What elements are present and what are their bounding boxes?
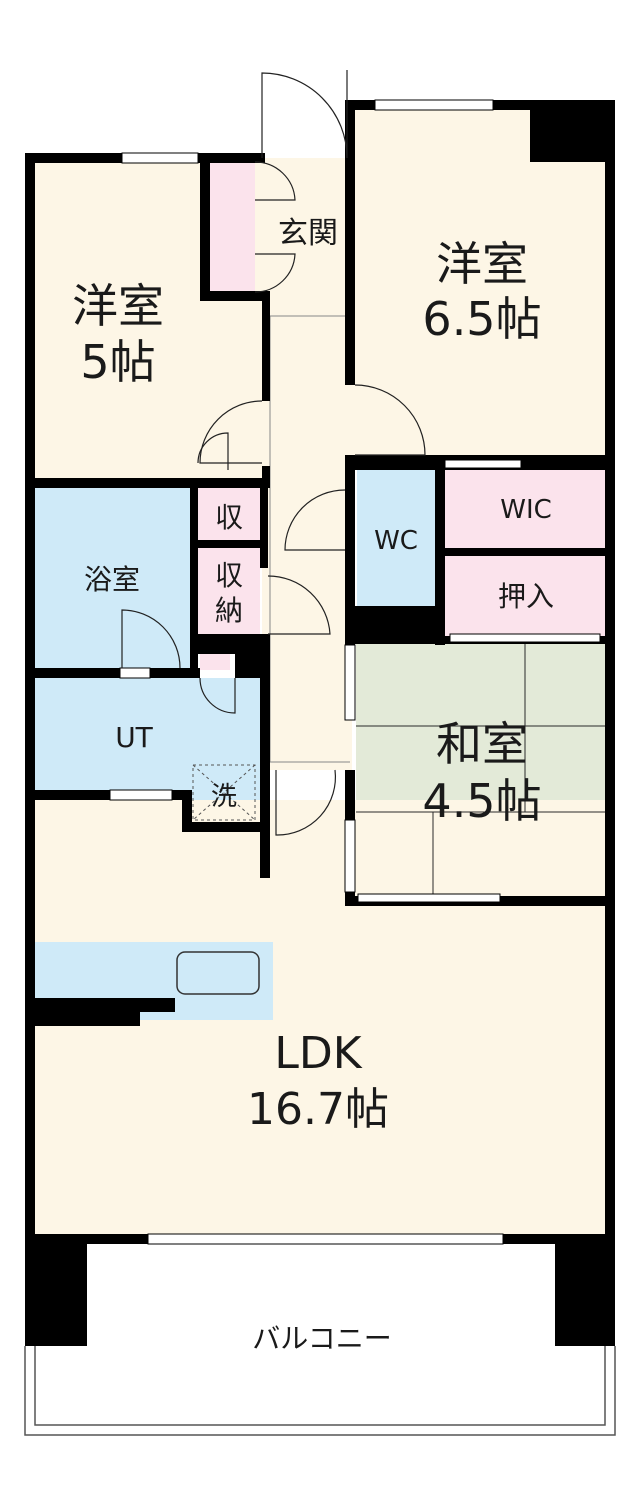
washer-box bbox=[192, 764, 256, 821]
room-size-label: 6.5帖 bbox=[422, 292, 541, 346]
wall bbox=[25, 478, 200, 488]
balcony-floor bbox=[25, 1244, 615, 1434]
wall bbox=[198, 540, 268, 548]
room-size-label: 16.7帖 bbox=[247, 1084, 389, 1135]
doors bbox=[121, 70, 426, 836]
window bbox=[109, 789, 173, 801]
washer-label: 洗 bbox=[211, 782, 237, 812]
wall bbox=[235, 634, 270, 678]
wall bbox=[25, 153, 35, 1248]
sink bbox=[176, 951, 260, 995]
closet-door bbox=[254, 253, 296, 293]
ldk-floor-left bbox=[35, 800, 270, 920]
room-size-label: 4.5帖 bbox=[422, 774, 541, 828]
room5-door-2 bbox=[197, 432, 229, 470]
washer-outline bbox=[192, 764, 256, 821]
oshiire-floor bbox=[444, 556, 609, 638]
balcony-outline bbox=[24, 1346, 616, 1436]
window bbox=[444, 459, 522, 469]
washer-diag bbox=[192, 764, 256, 821]
balcony-label: バルコニー bbox=[252, 1322, 391, 1355]
wc-floor bbox=[357, 470, 435, 606]
storage-floor bbox=[198, 548, 260, 634]
wall bbox=[150, 668, 200, 678]
wall bbox=[25, 790, 110, 800]
wic-floor bbox=[444, 470, 609, 548]
window bbox=[374, 99, 494, 111]
storage-small-floor bbox=[198, 488, 260, 540]
window bbox=[357, 893, 501, 903]
bath-label: 浴室 bbox=[84, 563, 140, 596]
oshiire-label: 押入 bbox=[498, 580, 554, 613]
tatami-lines bbox=[356, 642, 609, 896]
entrance-label: 玄関 bbox=[278, 216, 338, 251]
room65-door bbox=[354, 384, 426, 456]
closet-door bbox=[254, 161, 296, 201]
utility-label: UT bbox=[115, 721, 153, 754]
wall bbox=[262, 466, 270, 478]
wall bbox=[25, 668, 120, 678]
wall bbox=[200, 153, 210, 301]
wall bbox=[260, 478, 268, 568]
window bbox=[449, 633, 601, 643]
storage-small-label: 収 bbox=[215, 501, 243, 534]
bath-floor bbox=[35, 488, 190, 668]
wall bbox=[605, 100, 615, 1248]
room-label: 洋室 bbox=[72, 279, 164, 333]
window bbox=[147, 1233, 504, 1245]
window bbox=[344, 644, 356, 721]
room-label: LDK bbox=[274, 1028, 362, 1079]
wall bbox=[200, 291, 270, 301]
wall bbox=[182, 822, 270, 832]
storage-sliver-floor bbox=[200, 654, 230, 670]
labels: 洋室 5帖 洋室 6.5帖 玄関 浴室 UT 洗 収 収 納 WC WIC 押入… bbox=[72, 216, 554, 1355]
wall bbox=[190, 478, 270, 488]
entrance-floor bbox=[255, 158, 350, 296]
wall bbox=[260, 678, 270, 878]
window bbox=[344, 819, 356, 893]
wall bbox=[182, 790, 192, 832]
wall bbox=[25, 1234, 87, 1346]
wall bbox=[190, 478, 198, 668]
balcony-rail-inner bbox=[34, 1346, 606, 1426]
wic-label: WIC bbox=[500, 495, 552, 525]
balcony-rail bbox=[24, 1346, 616, 1436]
storage-label-2: 納 bbox=[215, 594, 243, 627]
wall bbox=[530, 100, 615, 162]
wall bbox=[25, 998, 175, 1012]
wc-door bbox=[284, 489, 346, 551]
window bbox=[121, 152, 199, 164]
room-label: 洋室 bbox=[436, 237, 528, 291]
wall bbox=[555, 1234, 615, 1346]
ut-door bbox=[199, 677, 236, 714]
entrance-closet-floor bbox=[205, 158, 255, 296]
wall bbox=[440, 548, 615, 556]
wc-label: WC bbox=[374, 526, 418, 556]
windows bbox=[109, 99, 601, 1245]
storage-door bbox=[267, 575, 331, 635]
wall bbox=[262, 301, 270, 401]
wall bbox=[345, 606, 445, 644]
storage-label-1: 収 bbox=[215, 559, 243, 592]
window bbox=[119, 667, 151, 679]
floor-fills bbox=[25, 105, 615, 1434]
wall bbox=[345, 455, 355, 645]
bath-door bbox=[121, 609, 181, 669]
entry-door bbox=[261, 72, 348, 159]
room5-door bbox=[199, 400, 263, 464]
room-label: 和室 bbox=[436, 717, 528, 771]
western-65-floor bbox=[352, 105, 610, 463]
wall bbox=[345, 100, 355, 385]
room-size-label: 5帖 bbox=[80, 335, 155, 389]
ldk-door bbox=[275, 769, 337, 836]
wall bbox=[25, 1012, 140, 1026]
washer-diag bbox=[192, 764, 256, 821]
